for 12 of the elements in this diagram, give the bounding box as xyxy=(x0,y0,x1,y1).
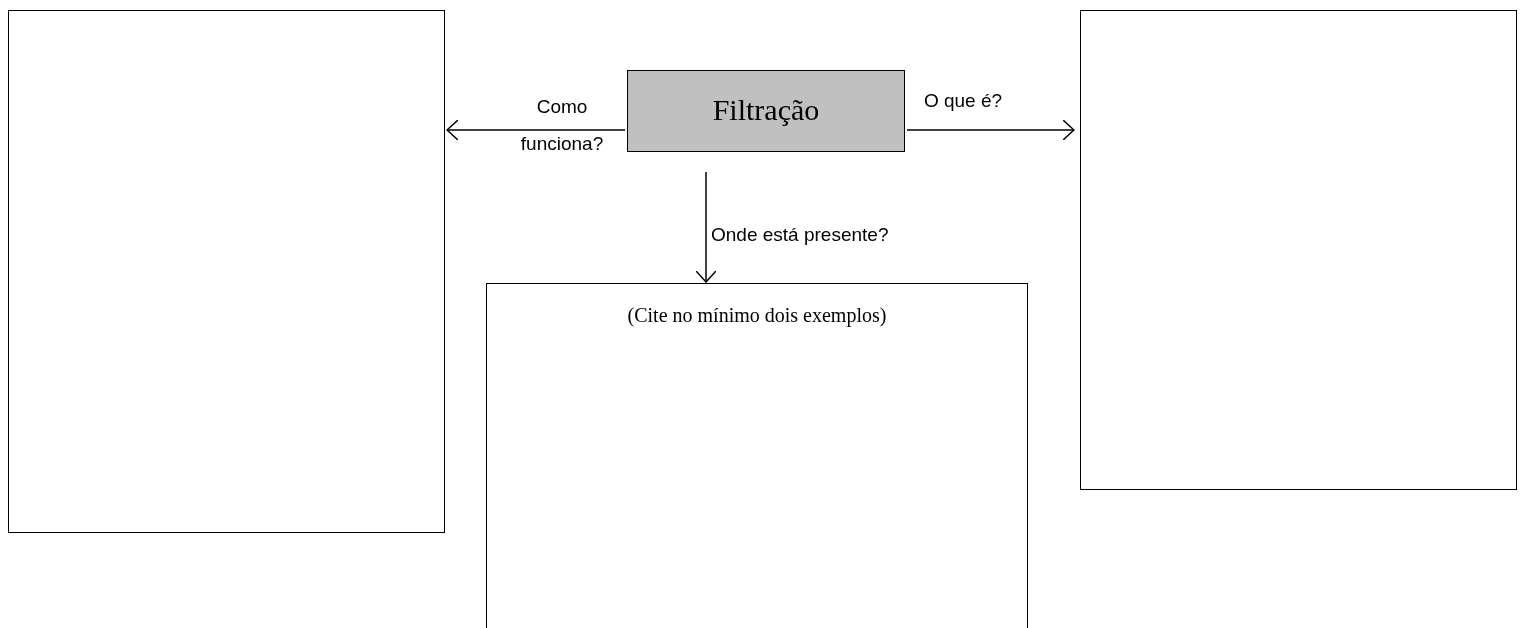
process-box xyxy=(627,70,905,152)
instruction-text: (Cite no mínimo dois exemplos) xyxy=(626,304,888,327)
arrow xyxy=(906,119,1075,141)
edge-label: O que é? xyxy=(922,89,1004,113)
arrow xyxy=(446,119,626,141)
answer-box xyxy=(1080,10,1517,490)
answer-box xyxy=(8,10,445,533)
node-title: Filtração xyxy=(711,93,821,127)
edge-label: Onde está presente? xyxy=(711,223,890,247)
edge-label: Como funciona? xyxy=(519,95,605,156)
arrow xyxy=(695,171,717,283)
answer-box xyxy=(486,283,1028,628)
